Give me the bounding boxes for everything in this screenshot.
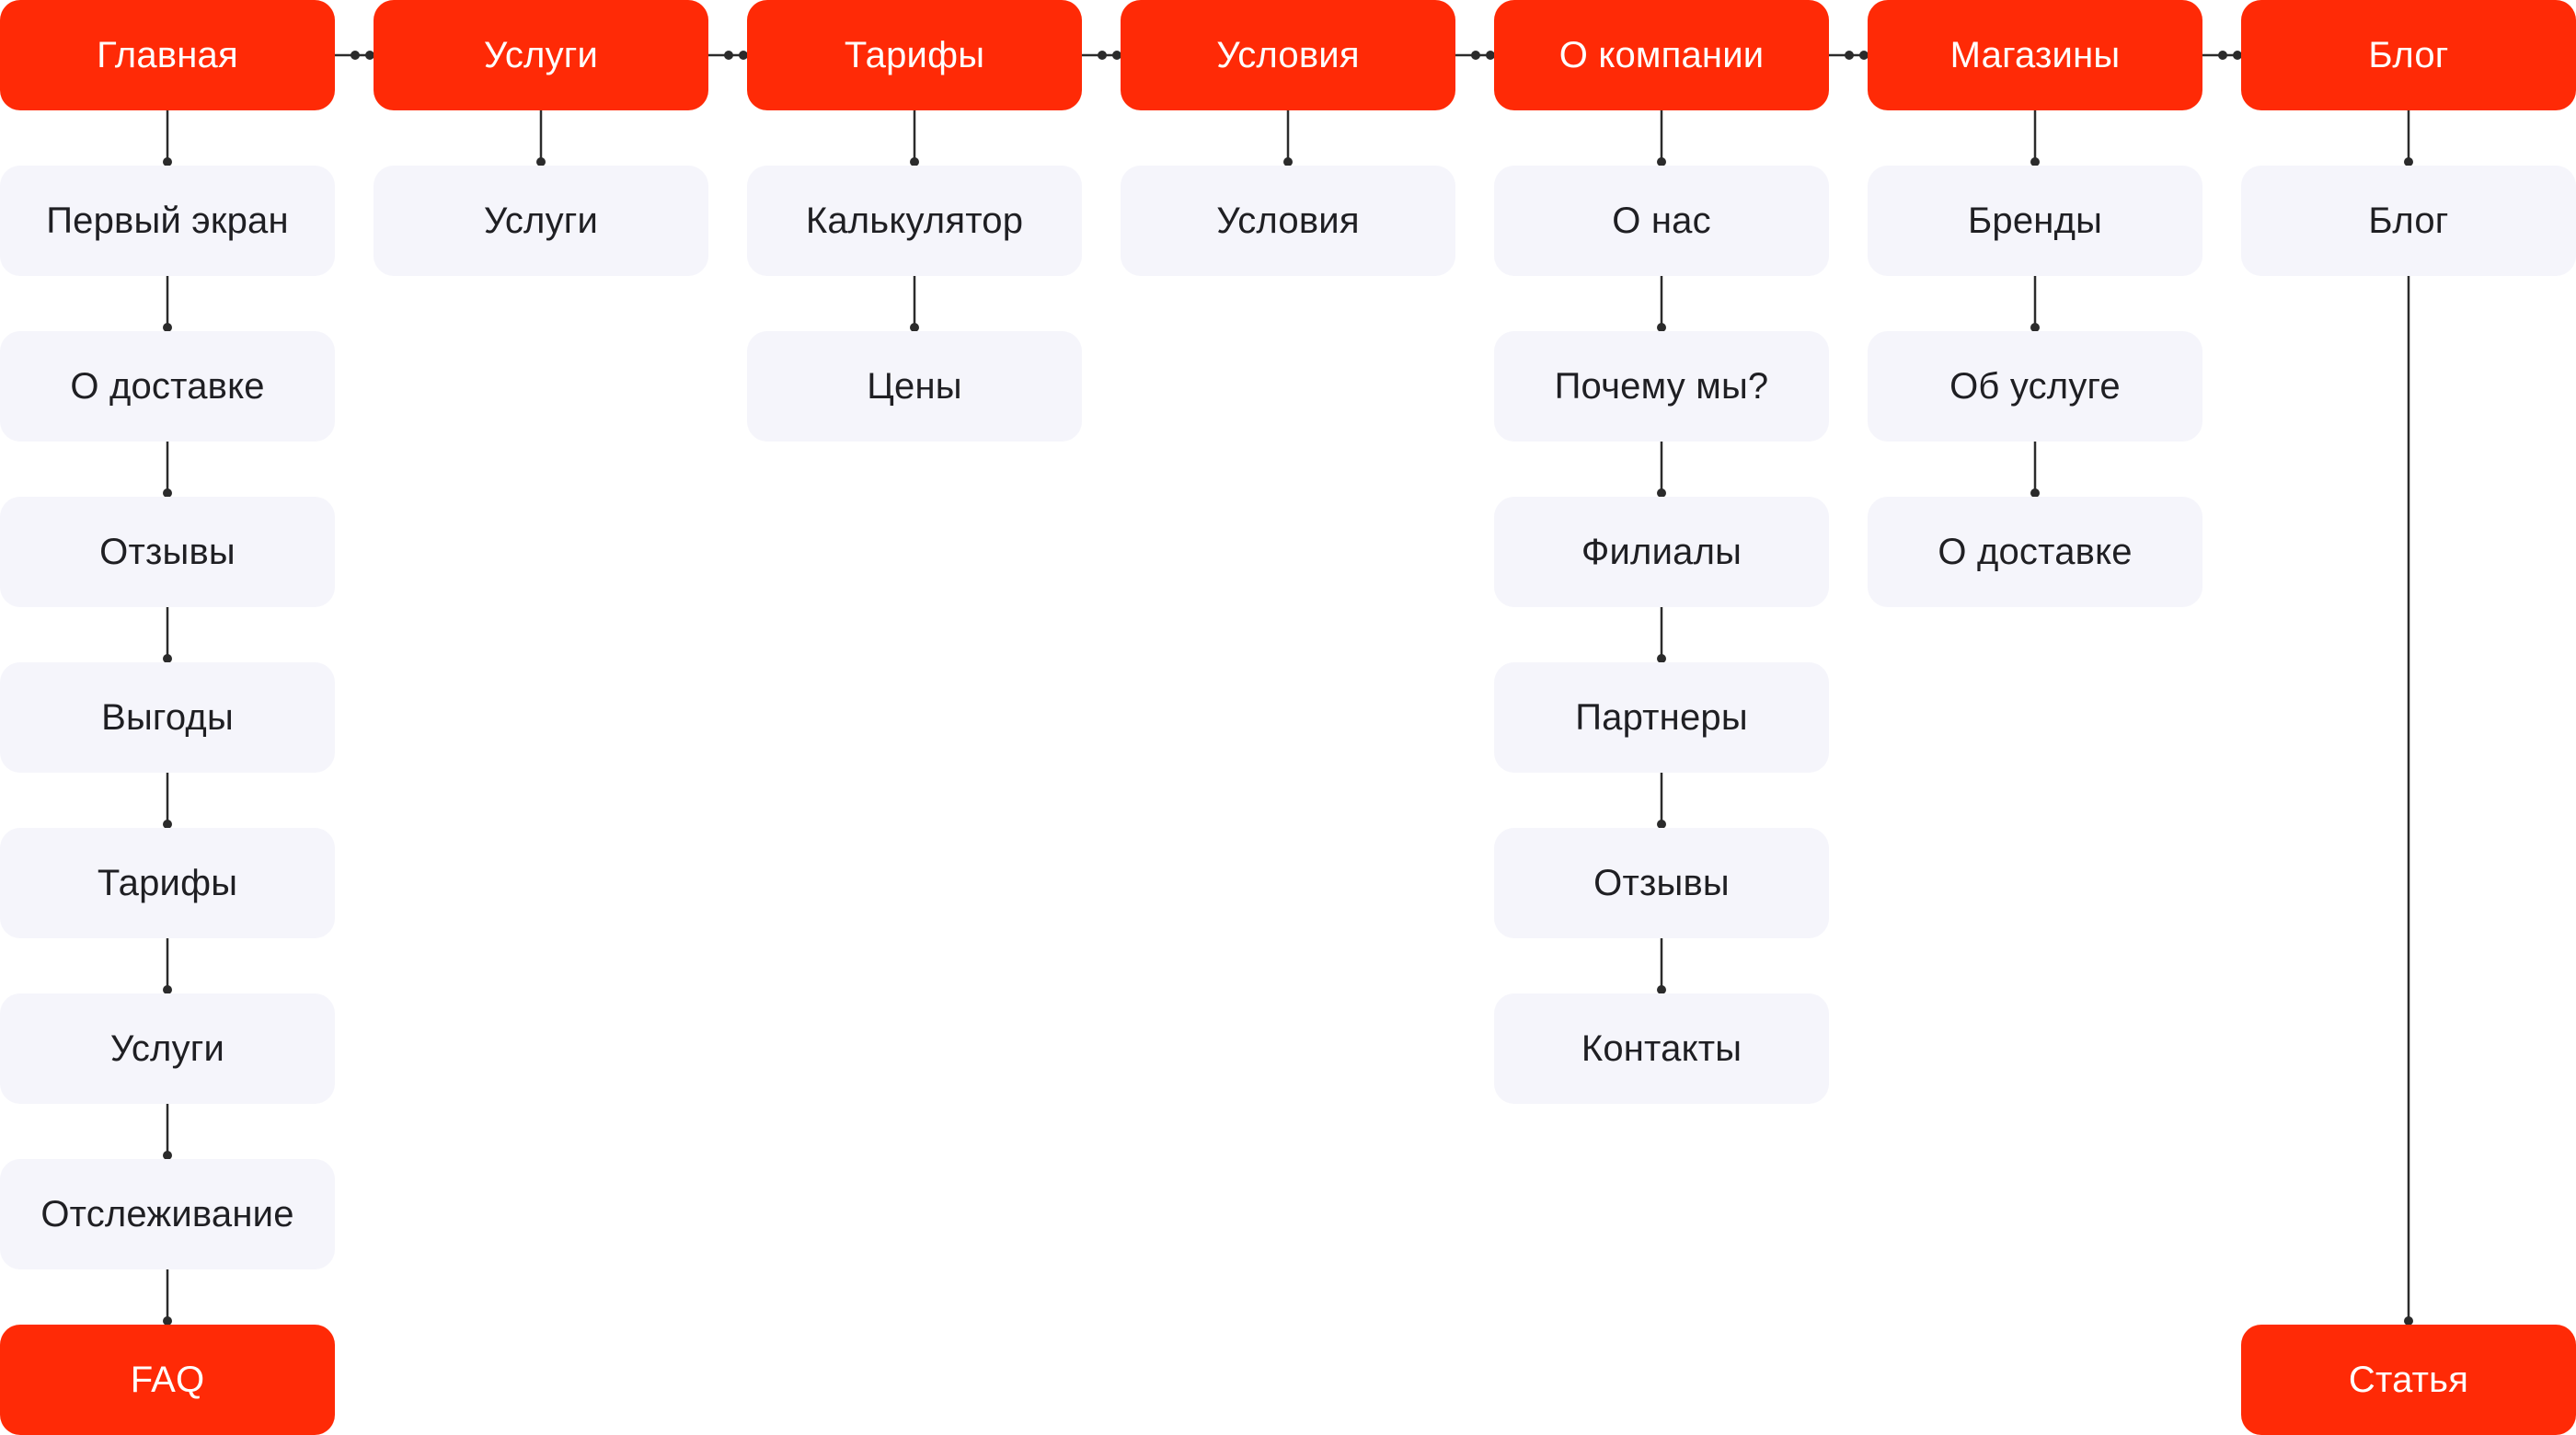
child-node-about: Филиалы (1494, 497, 1829, 607)
header-node-about: О компании (1494, 0, 1829, 110)
child-node-about: Отзывы (1494, 828, 1829, 938)
child-node-about: Контакты (1494, 993, 1829, 1104)
header-connector-dot (351, 51, 360, 60)
header-connector-dot (2218, 51, 2227, 60)
header-node-shops: Магазины (1868, 0, 2202, 110)
child-node-about: О нас (1494, 166, 1829, 276)
header-connector-dot (1098, 51, 1107, 60)
child-node-blog: Блог (2241, 166, 2576, 276)
child-node-main: Отслеживание (0, 1159, 335, 1269)
child-node-services: Услуги (374, 166, 708, 276)
child-node-main: Первый экран (0, 166, 335, 276)
child-node-shops: Бренды (1868, 166, 2202, 276)
header-node-conditions: Условия (1121, 0, 1455, 110)
child-node-about: Партнеры (1494, 662, 1829, 773)
header-connector-dot (1845, 51, 1854, 60)
child-node-shops: О доставке (1868, 497, 2202, 607)
child-node-main: Тарифы (0, 828, 335, 938)
header-node-tariffs: Тарифы (747, 0, 1082, 110)
header-connector-dot (1471, 51, 1480, 60)
child-node-main: О доставке (0, 331, 335, 442)
header-connector-dot (724, 51, 733, 60)
header-node-services: Услуги (374, 0, 708, 110)
child-node-shops: Об услуге (1868, 331, 2202, 442)
child-node-blog: Статья (2241, 1325, 2576, 1435)
child-node-main: FAQ (0, 1325, 335, 1435)
child-node-tariffs: Цены (747, 331, 1082, 442)
header-node-main: Главная (0, 0, 335, 110)
child-node-tariffs: Калькулятор (747, 166, 1082, 276)
child-node-conditions: Условия (1121, 166, 1455, 276)
child-node-main: Отзывы (0, 497, 335, 607)
child-node-main: Выгоды (0, 662, 335, 773)
child-node-main: Услуги (0, 993, 335, 1104)
header-node-blog: Блог (2241, 0, 2576, 110)
child-node-about: Почему мы? (1494, 331, 1829, 442)
